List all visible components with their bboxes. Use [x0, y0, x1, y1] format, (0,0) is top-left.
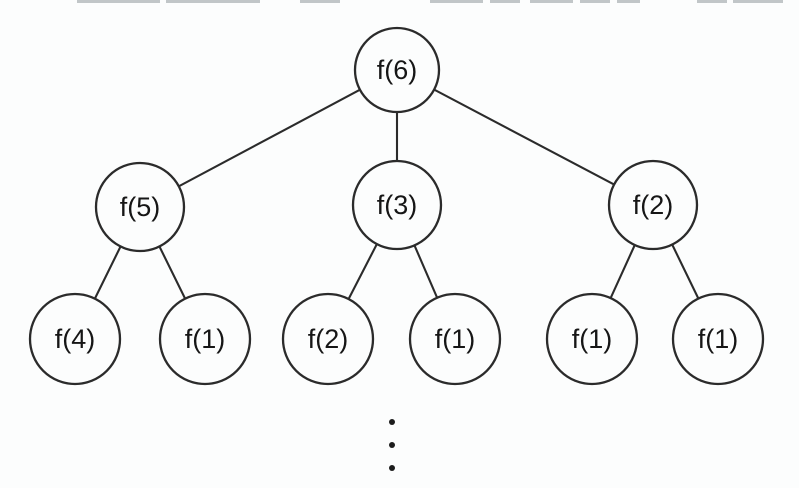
edge-root-to-child-left [138, 68, 399, 209]
node-leaf-6: f(1) [671, 292, 765, 386]
node-leaf-3: f(2) [281, 292, 375, 386]
node-leaf-1-label: f(4) [55, 324, 96, 354]
node-leaf-4: f(1) [408, 292, 502, 386]
node-leaf-4-label: f(1) [435, 324, 476, 354]
node-leaf-1: f(4) [28, 292, 122, 386]
node-child-mid-circle [351, 159, 443, 251]
edge-root-to-child-right [395, 68, 655, 207]
node-leaf-5-label: f(1) [572, 324, 613, 354]
node-leaf-5-circle [545, 292, 639, 386]
tree-nodes: f(6) f(5) f(3) f(2) f(4) f(1) [28, 26, 765, 386]
node-root: f(6) [353, 26, 441, 114]
cropped-text-fragments [77, 0, 783, 3]
cropped-text-fragment [166, 0, 260, 3]
cropped-text-fragment [430, 0, 483, 3]
cropped-text-fragment [580, 0, 610, 3]
node-leaf-5: f(1) [545, 292, 639, 386]
cropped-text-fragment [77, 0, 160, 3]
cropped-text-fragment [530, 0, 573, 3]
node-child-left: f(5) [94, 161, 186, 253]
node-child-mid: f(3) [351, 159, 443, 251]
node-leaf-6-circle [671, 292, 765, 386]
node-leaf-6-label: f(1) [698, 324, 739, 354]
cropped-text-fragment [617, 0, 640, 3]
cropped-text-fragment [490, 0, 520, 3]
cropped-text-fragment [697, 0, 727, 3]
node-child-left-circle [94, 161, 186, 253]
node-child-right-circle [607, 159, 699, 251]
cropped-text-fragment [300, 0, 340, 3]
node-leaf-3-circle [281, 292, 375, 386]
node-leaf-3-label: f(2) [308, 324, 349, 354]
node-child-left-label: f(5) [120, 192, 161, 222]
node-root-circle [353, 26, 441, 114]
ellipsis-dot-2 [389, 442, 395, 448]
node-leaf-2-circle [158, 292, 252, 386]
ellipsis-dot-1 [389, 419, 395, 425]
node-leaf-4-circle [408, 292, 502, 386]
node-child-right-label: f(2) [633, 190, 674, 220]
node-leaf-1-circle [28, 292, 122, 386]
node-root-label: f(6) [377, 55, 418, 85]
ellipsis-dot-3 [389, 465, 395, 471]
node-child-right: f(2) [607, 159, 699, 251]
continuation-ellipsis [389, 419, 395, 471]
cropped-text-fragment [733, 0, 783, 3]
node-leaf-2: f(1) [158, 292, 252, 386]
node-child-mid-label: f(3) [377, 190, 418, 220]
node-leaf-2-label: f(1) [185, 324, 226, 354]
